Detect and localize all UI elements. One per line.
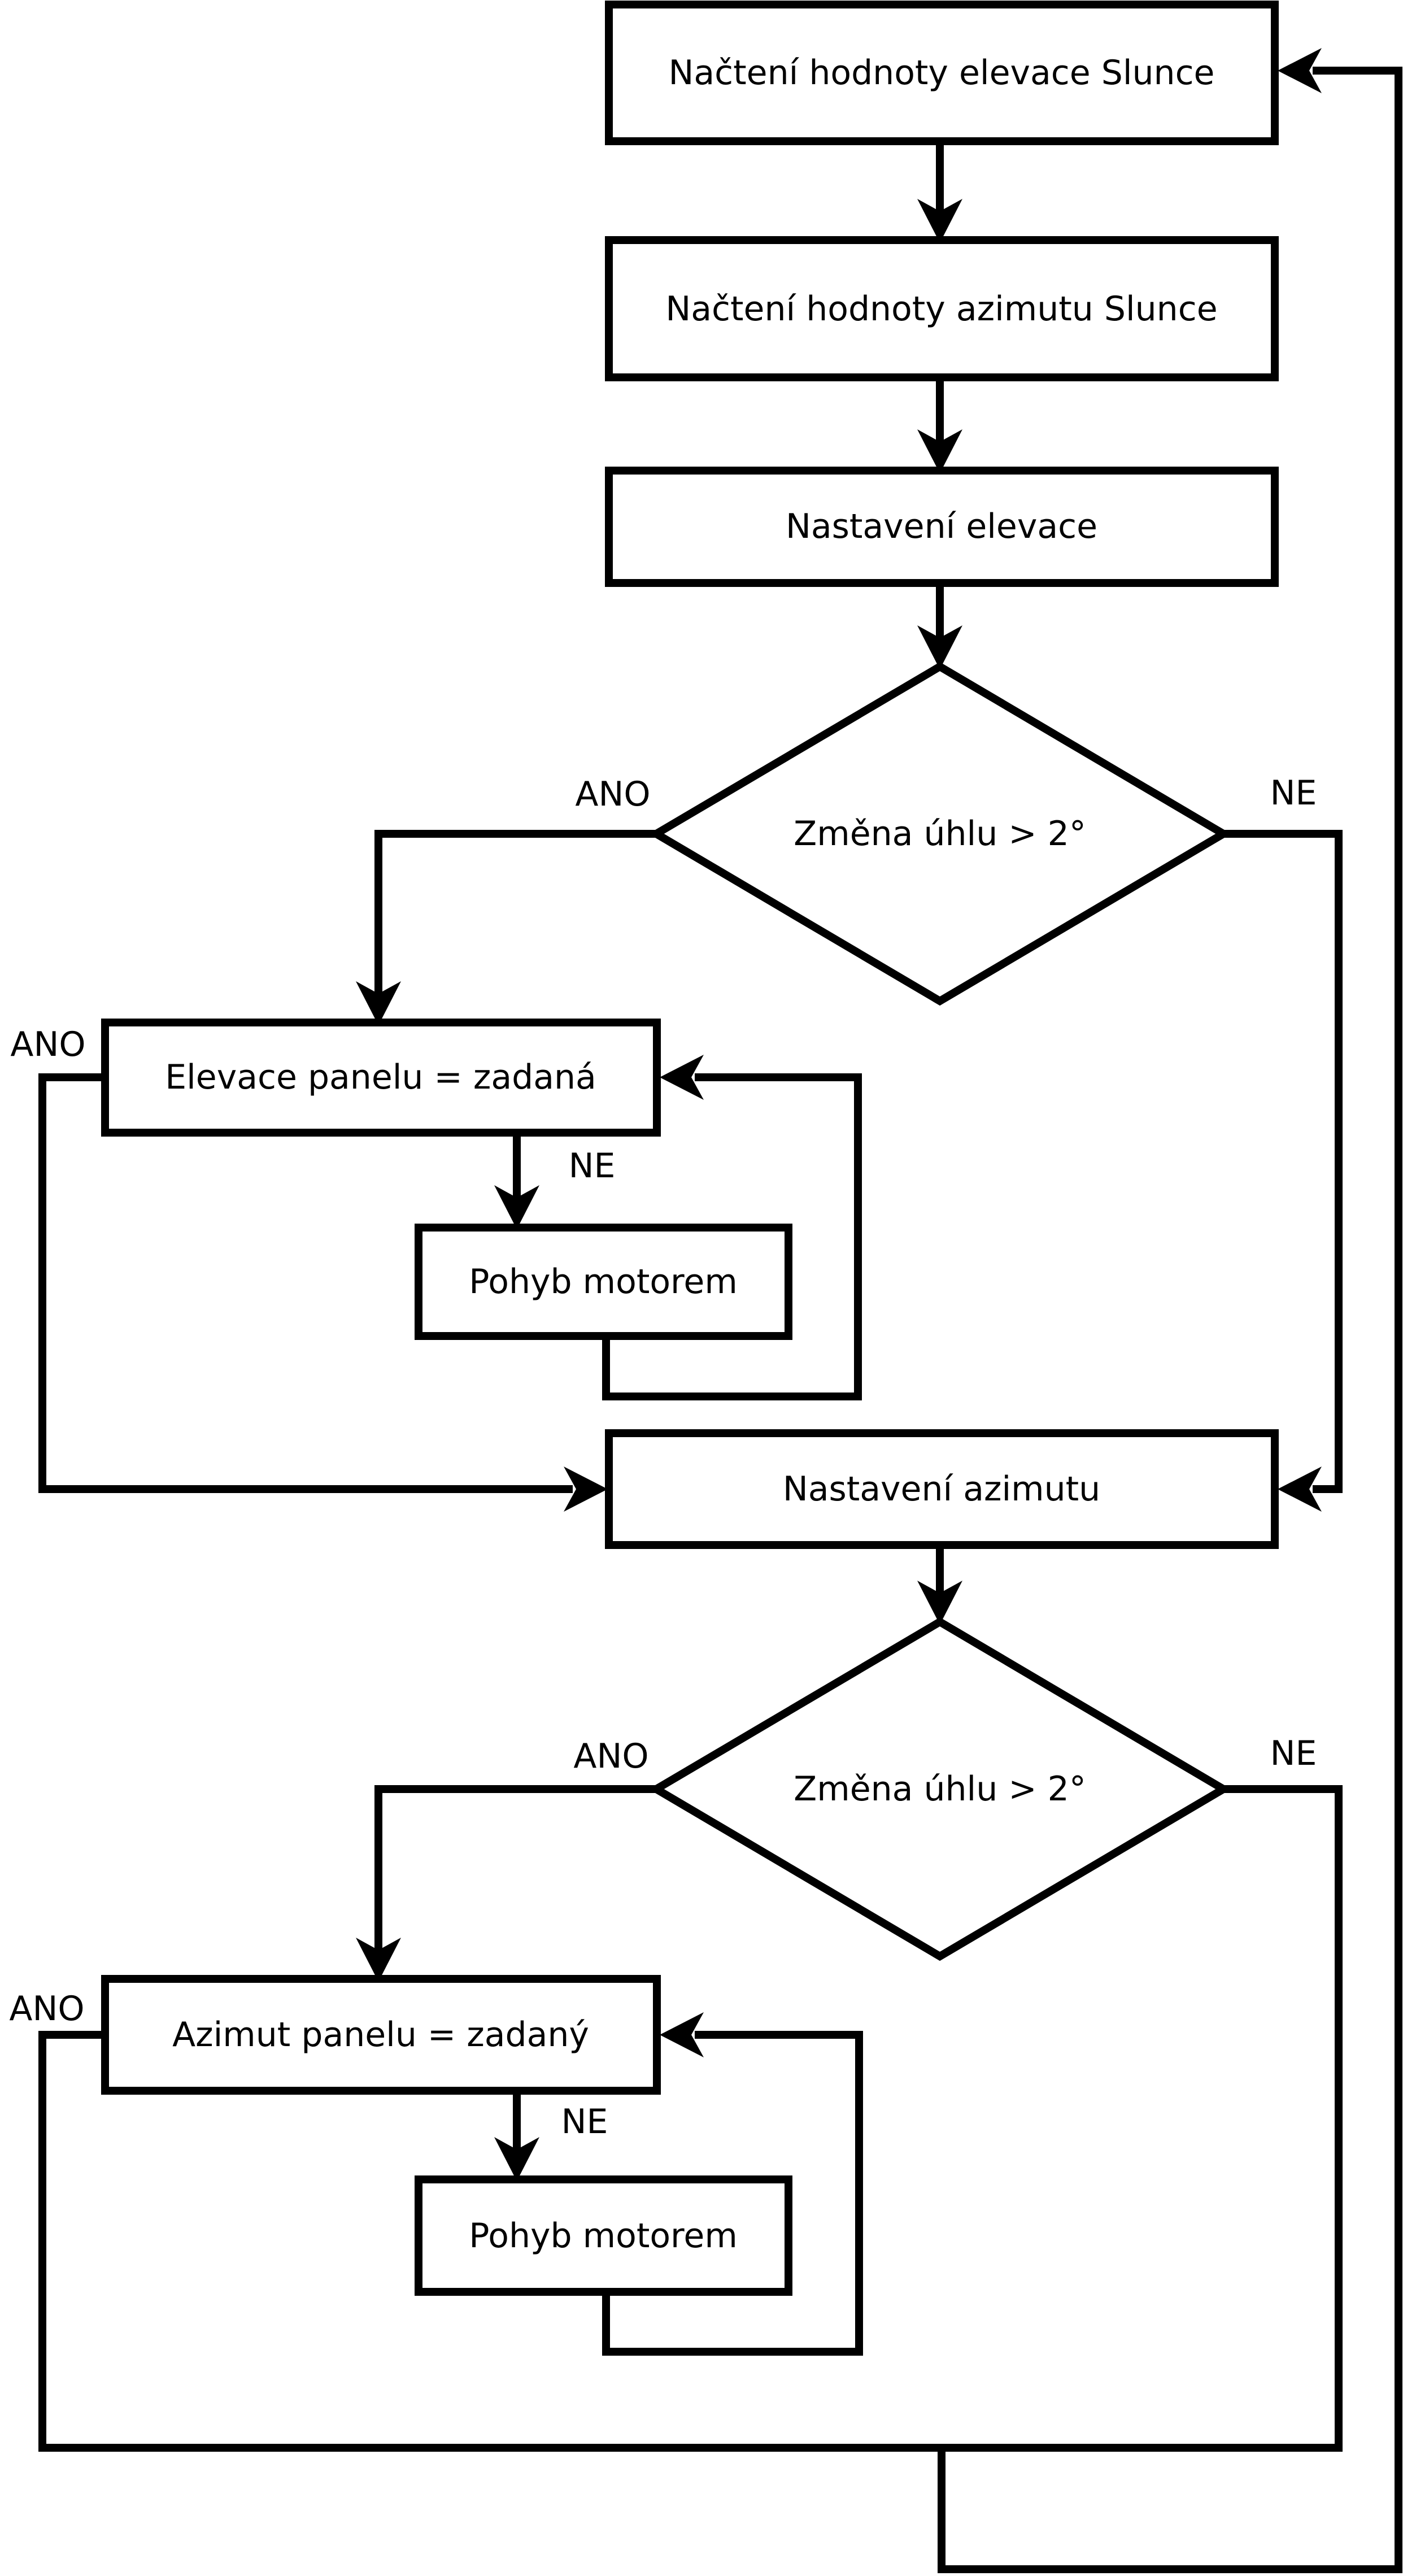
node-read-elevation: Načtení hodnoty elevace Slunce: [605, 1, 1279, 145]
edge-azimuth-motor-loop-back: [602, 2012, 863, 2356]
edge-elevation-equal-ne-to-elevation-motor: [494, 1133, 539, 1229]
label-elevation-decision-ne: NE: [1270, 773, 1317, 813]
edge-set-elevation-to-elevation-decision: [917, 583, 962, 669]
arrowhead-right-icon: [564, 1467, 608, 1512]
node-set-azimuth-label: Nastavení azimutu: [783, 1469, 1100, 1509]
arrowhead-down-icon: [494, 1185, 539, 1229]
arrowhead-down-icon: [917, 625, 962, 669]
edge-azimuth-decision-ano-to-azimuth-equal: [356, 1785, 656, 1982]
edge-azimuth-decision-ne-to-bottom: [1223, 1785, 1343, 2452]
label-azimuth-decision-ne: NE: [1270, 1734, 1317, 1773]
edge-azimuth-equal-ne-to-azimuth-motor: [494, 2091, 539, 2181]
label-elevation-equal-ne: NE: [569, 1146, 616, 1186]
arrowhead-down-icon: [356, 1938, 401, 1982]
edge-set-azimuth-to-azimuth-decision: [917, 1545, 962, 1625]
node-set-azimuth: Nastavení azimutu: [605, 1429, 1279, 1549]
node-azimuth-equal-label: Azimut panelu = zadaný: [172, 2015, 589, 2055]
node-read-elevation-label: Načtení hodnoty elevace Slunce: [669, 53, 1215, 93]
edge-elevation-decision-ano-to-elevation-equal: [356, 830, 656, 1025]
node-set-elevation-label: Nastavení elevace: [786, 507, 1097, 546]
arrowhead-down-icon: [917, 199, 962, 243]
arrowhead-left-icon: [1278, 48, 1322, 93]
node-set-elevation: Nastavení elevace: [605, 467, 1279, 587]
node-azimuth-decision: Změna úhlu > 2°: [648, 1617, 1231, 1961]
label-azimuth-equal-ne: NE: [561, 2102, 608, 2142]
arrowhead-down-icon: [917, 1581, 962, 1625]
arrowhead-left-icon: [660, 2012, 704, 2057]
edge-elevation-motor-loop-back: [602, 1055, 862, 1400]
edge-azimuth-equal-ano-to-bottom: [38, 2031, 105, 2452]
edge-read-elevation-to-read-azimuth: [917, 141, 962, 243]
node-azimuth-motor: Pohyb motorem: [415, 2175, 792, 2296]
label-azimuth-decision-ano: ANO: [573, 1737, 648, 1776]
node-azimuth-equal: Azimut panelu = zadaný: [101, 1975, 661, 2095]
edge-feedback-to-read-elevation: [938, 48, 1402, 2573]
node-elevation-motor-label: Pohyb motorem: [469, 1262, 738, 1302]
arrowhead-down-icon: [356, 981, 401, 1025]
arrowhead-left-icon: [660, 1055, 704, 1100]
arrowhead-left-icon: [1278, 1467, 1322, 1512]
node-elevation-equal: Elevace panelu = zadaná: [101, 1019, 661, 1137]
node-azimuth-motor-label: Pohyb motorem: [469, 2216, 738, 2256]
label-azimuth-equal-ano: ANO: [9, 1989, 84, 2029]
edge-elevation-decision-ne-to-set-azimuth: [1223, 830, 1343, 1512]
node-elevation-decision: Změna úhlu > 2°: [648, 662, 1231, 1006]
node-read-azimuth: Načtení hodnoty azimutu Slunce: [605, 236, 1279, 381]
node-elevation-motor: Pohyb motorem: [415, 1224, 792, 1340]
node-elevation-equal-label: Elevace panelu = zadaná: [165, 1058, 596, 1097]
arrowhead-down-icon: [917, 429, 962, 473]
edge-read-azimuth-to-set-elevation: [917, 377, 962, 473]
arrowhead-down-icon: [494, 2137, 539, 2181]
node-read-azimuth-label: Načtení hodnoty azimutu Slunce: [665, 289, 1217, 329]
label-elevation-equal-ano: ANO: [10, 1025, 85, 1064]
node-azimuth-decision-label: Změna úhlu > 2°: [794, 1769, 1086, 1809]
node-elevation-decision-label: Změna úhlu > 2°: [794, 814, 1086, 854]
label-elevation-decision-ano: ANO: [575, 774, 650, 814]
edge-elevation-equal-ano-to-set-azimuth: [38, 1073, 608, 1512]
